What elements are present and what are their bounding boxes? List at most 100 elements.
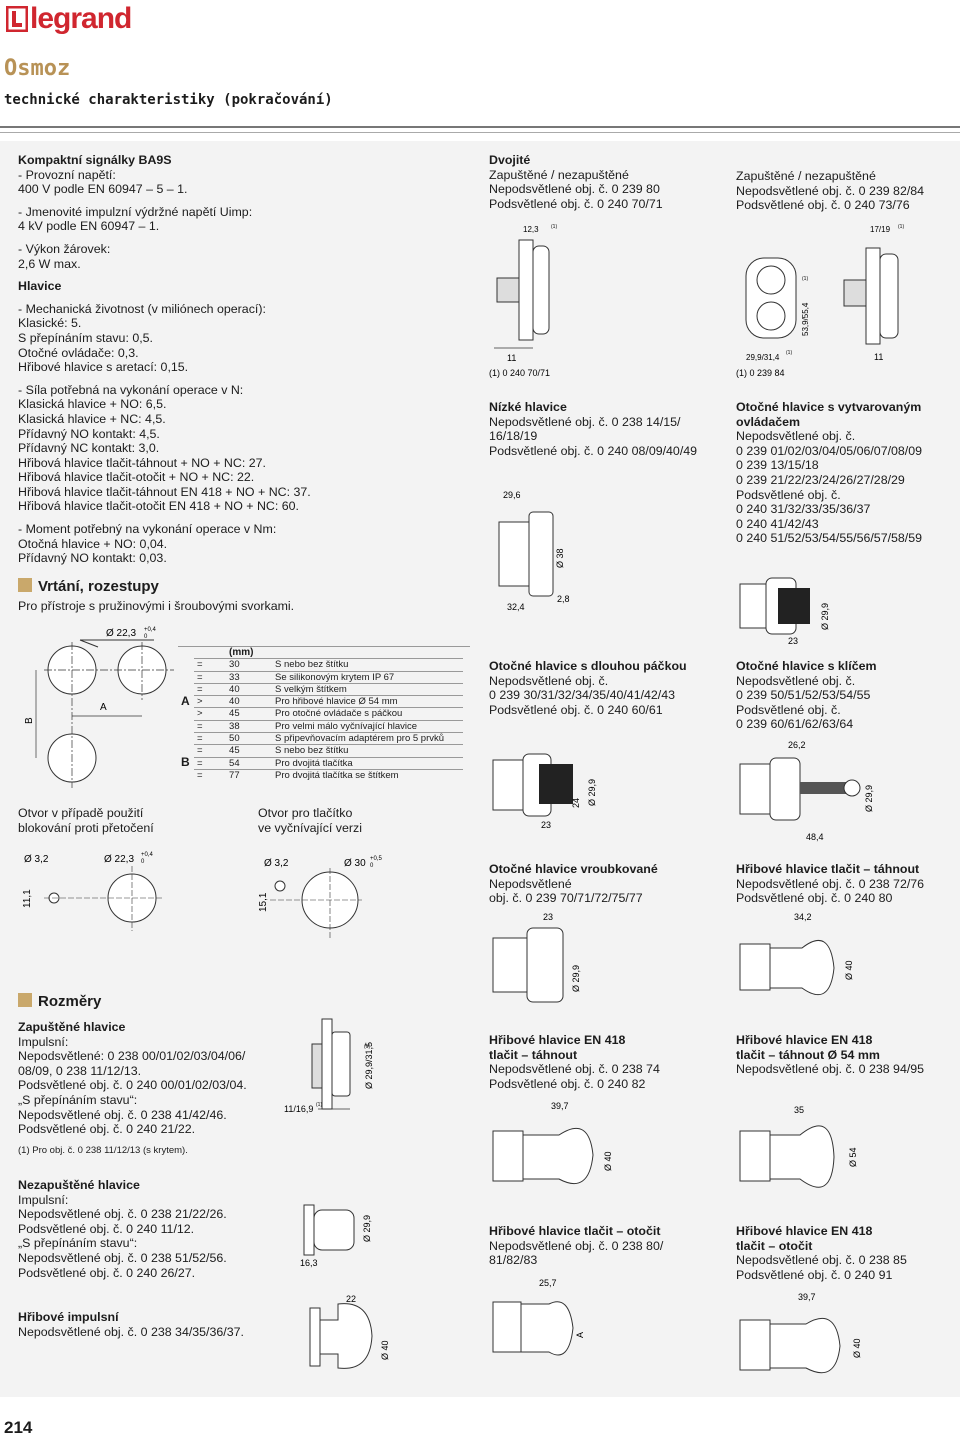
- text-line: Hřibové impulsní: [18, 1310, 119, 1324]
- text-line: Přídavný NO kontakt: 0,03.: [18, 551, 167, 566]
- nizke-drawing: 29,6 Ø 38 32,4 2,8: [498, 490, 570, 612]
- svg-text:Ø 38: Ø 38: [555, 548, 565, 568]
- svg-text:22: 22: [346, 1294, 356, 1304]
- text-line: „S přepínáním stavu“:: [18, 1236, 138, 1251]
- nizke-block: Nízké hlavice Nepodsvětlené obj. č. 0 23…: [489, 400, 698, 458]
- vyt-line: Nepodsvětlené obj. č.: [736, 429, 856, 444]
- svg-text:32,4: 32,4: [507, 602, 525, 612]
- svg-text:+0,4: +0,4: [144, 627, 157, 633]
- otocit-block: Hřibové hlavice tlačit – otočit Nepodsvě…: [489, 1224, 664, 1268]
- packa-block: Otočné hlavice s dlouhou páčkou Nepodsvě…: [489, 659, 687, 717]
- drill-dia-label: Ø 22,3: [106, 628, 136, 639]
- svg-text:Ø 29,9/31,5: Ø 29,9/31,5: [364, 1042, 374, 1089]
- brand-name: legrand: [30, 2, 132, 35]
- hole1-diagram: Ø 3,2 Ø 22,3 +0,4 0 11,1: [22, 852, 164, 931]
- en418-54-drawing: 35 Ø 54: [739, 1105, 858, 1188]
- svg-text:29,9/31,4: 29,9/31,4: [746, 353, 780, 362]
- text-line: - Moment potřebný na vykonání operace v …: [18, 522, 277, 537]
- svg-text:Ø 40: Ø 40: [844, 960, 854, 980]
- klicem-block: Otočné hlavice s klíčem Nepodsvětlené ob…: [736, 659, 877, 732]
- svg-text:Ø 22,3: Ø 22,3: [104, 854, 134, 865]
- svg-text:Ø 29,9: Ø 29,9: [587, 779, 597, 806]
- dimensions-title: Rozměry: [38, 993, 102, 1010]
- svg-text:35: 35: [794, 1105, 804, 1115]
- text-line: Impulsní:: [18, 1034, 69, 1049]
- zap-drawing: 11/16,9 (1) Ø 29,9/31,5 (1): [284, 1018, 374, 1114]
- vyt-line: 0 239 01/02/03/04/05/06/07/08/09: [736, 443, 923, 458]
- intro-block: Kompaktní signálky BA9S- Provozní napětí…: [18, 153, 348, 566]
- svg-text:23: 23: [788, 636, 798, 646]
- vyt-line: 0 239 13/15/18: [736, 458, 819, 473]
- text-line: Hřibová hlavice tlačit-otočit + NO + NC:…: [18, 470, 255, 485]
- svg-text:39,7: 39,7: [798, 1292, 816, 1302]
- svg-text:(1): (1): [551, 224, 557, 230]
- text-line: Podsvětlené obj. č. 0 240 21/22.: [18, 1122, 196, 1137]
- svg-text:2,8: 2,8: [557, 594, 570, 604]
- drilling-spacing-diagram: Ø 22,3 +0,4 0 A B: [24, 627, 174, 788]
- text-line: Nezapuštěné hlavice: [18, 1178, 140, 1192]
- dvojite-drawing: 12,3 (1) 11 (1) 0 240 70/71: [489, 224, 557, 378]
- section-square-icon: [18, 993, 32, 1007]
- hole2-diagram: Ø 3,2 Ø 30 +0,5 0 15,1: [258, 856, 383, 938]
- text-line: Nepodsvětlené obj. č. 0 238 51/52/56.: [18, 1250, 227, 1265]
- header-rule-thin: [0, 132, 960, 133]
- text-line: - Mechanická životnost (v miliónech oper…: [18, 301, 266, 316]
- text-line: Přídavný NC kontakt: 3,0.: [18, 441, 160, 456]
- text-line: Zapuštěné hlavice: [18, 1020, 126, 1034]
- vyt-line: 0 240 41/42/43: [736, 516, 819, 531]
- section-square-icon: [18, 578, 32, 592]
- svg-text:0: 0: [144, 634, 148, 640]
- tahnout-drawing: 34,2 Ø 40: [739, 912, 854, 996]
- svg-text:0: 0: [141, 859, 145, 865]
- text-line: 2,6 W max.: [18, 256, 81, 271]
- header-rule: [0, 126, 960, 128]
- svg-text:15,1: 15,1: [258, 892, 269, 912]
- svg-text:(1): (1): [786, 350, 792, 356]
- text-line: - Síla potřebná na vykonání operace v N:: [18, 382, 244, 397]
- svg-text:Ø 29,9: Ø 29,9: [362, 1215, 372, 1242]
- text-line: Klasická hlavice + NC: 4,5.: [18, 411, 166, 426]
- text-line: 400 V podle EN 60947 – 5 – 1.: [18, 182, 188, 197]
- svg-text:(1): (1): [898, 224, 904, 230]
- dvojite-r-drawing: 17/19 (1) 53,9/55,4 (1) 29,9/31,4 (1) 11…: [736, 224, 904, 378]
- en418-tahnout-drawing: 39,7 Ø 40: [492, 1101, 613, 1184]
- text-line: - Výkon žárovek:: [18, 241, 111, 256]
- svg-text:(1) 0 239 84: (1) 0 239 84: [736, 368, 785, 378]
- svg-text:Ø 40: Ø 40: [603, 1151, 613, 1171]
- vroubkovane-block: Otočné hlavice vroubkované Nepodsvětlené…: [489, 862, 658, 906]
- text-line: Hřibová hlavice tlačit-táhnout + NO + NC…: [18, 455, 266, 470]
- text-line: Podsvětlené obj. č. 0 240 11/12.: [18, 1221, 195, 1236]
- page-title: Osmoz: [4, 56, 71, 81]
- svg-text:(1): (1): [364, 1044, 370, 1050]
- drilling-title: Vrtání, rozestupy: [38, 578, 159, 595]
- svg-text:17/19: 17/19: [870, 225, 891, 234]
- svg-text:48,4: 48,4: [806, 832, 824, 842]
- svg-text:Ø 29,9: Ø 29,9: [820, 603, 830, 630]
- vyt-line: 0 240 31/32/33/35/36/37: [736, 502, 871, 517]
- text-line: Hřibové hlavice s aretací: 0,15.: [18, 360, 189, 375]
- dimensions-heading: Rozměry: [18, 993, 101, 1010]
- svg-text:Ø 40: Ø 40: [380, 1340, 390, 1360]
- text-line: Impulsní:: [18, 1192, 69, 1207]
- text-line: Otočná hlavice + NO: 0,04.: [18, 536, 168, 551]
- svg-text:(1): (1): [316, 1102, 322, 1108]
- text-line: Podsvětlené obj. č. 0 240 26/27.: [18, 1265, 196, 1280]
- vyt-line: Podsvětlené obj. č.: [736, 487, 841, 502]
- vyt-title: ovládačem: [736, 414, 801, 429]
- svg-text:Ø 54: Ø 54: [848, 1147, 858, 1167]
- text-line: Klasické: 5.: [18, 316, 82, 331]
- svg-text:29,6: 29,6: [503, 490, 521, 500]
- vroubkovane-drawing: 23 Ø 29,9: [492, 912, 581, 1003]
- dvojite-title: Dvojité: [489, 153, 531, 167]
